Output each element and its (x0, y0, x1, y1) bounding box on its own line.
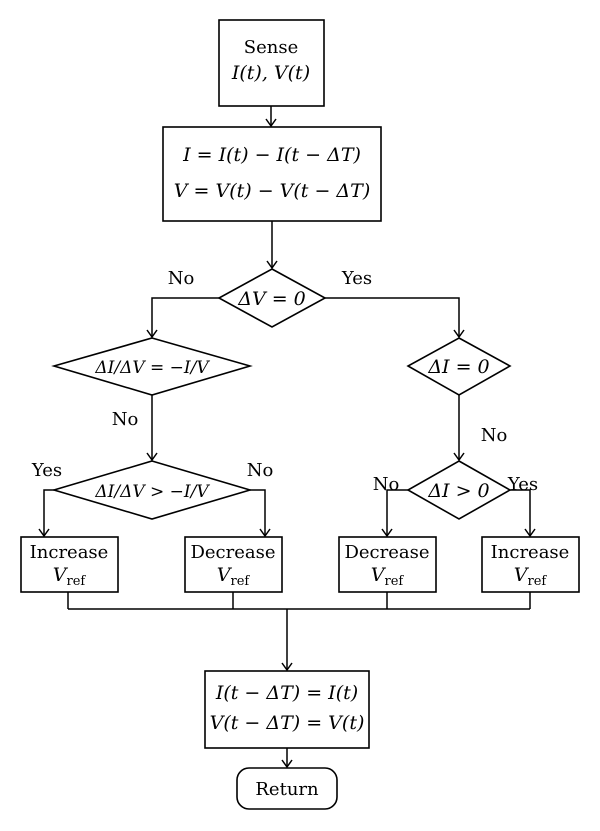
increase-right-label: Increase (491, 542, 570, 563)
current-difference-formula: I = I(t) − I(t − ΔT) (182, 144, 361, 166)
di-dv-equal-no-label: No (112, 409, 139, 430)
return-label: Return (255, 779, 319, 800)
difference-box (162, 126, 382, 222)
delta-i-zero-no-label: No (481, 425, 508, 446)
voltage-difference-formula: V = V(t) − V(t − ΔT) (174, 180, 370, 202)
update-voltage-formula: V(t − ΔT) = V(t) (210, 712, 365, 734)
delta-v-zero-decision (217, 268, 327, 328)
delta-v-zero-text: ΔV = 0 (237, 288, 306, 310)
delta-v-no-label: No (168, 268, 195, 289)
connectors (38, 106, 536, 769)
di-dv-greater-decision (51, 460, 253, 520)
decrease-vref-box-right (338, 536, 437, 593)
decrease-right-label: Decrease (344, 542, 429, 563)
delta-i-greater-no-label: No (373, 474, 400, 495)
increase-left-label: Increase (30, 542, 109, 563)
sense-title: Sense (244, 37, 298, 58)
decrease-right-vref: Vref (371, 564, 405, 589)
sense-formula: I(t), V(t) (231, 62, 310, 84)
increase-left-vref: Vref (53, 564, 87, 589)
delta-i-greater-decision (406, 460, 512, 520)
decrease-left-vref: Vref (217, 564, 251, 589)
sense-box (218, 19, 325, 107)
di-dv-equal-text: ΔI/ΔV = −I/V (94, 358, 210, 378)
di-dv-greater-text: ΔI/ΔV > −I/V (94, 482, 210, 502)
delta-i-zero-text: ΔI = 0 (427, 356, 489, 378)
delta-i-greater-text: ΔI > 0 (427, 480, 489, 502)
di-dv-greater-no-label: No (247, 460, 274, 481)
delta-v-yes-label: Yes (341, 268, 372, 289)
di-dv-greater-yes-label: Yes (31, 460, 62, 481)
increase-vref-box-left (20, 536, 119, 593)
increase-right-vref: Vref (514, 564, 548, 589)
decrease-left-label: Decrease (190, 542, 275, 563)
delta-i-greater-yes-label: Yes (507, 474, 538, 495)
update-current-formula: I(t − ΔT) = I(t) (215, 682, 358, 704)
